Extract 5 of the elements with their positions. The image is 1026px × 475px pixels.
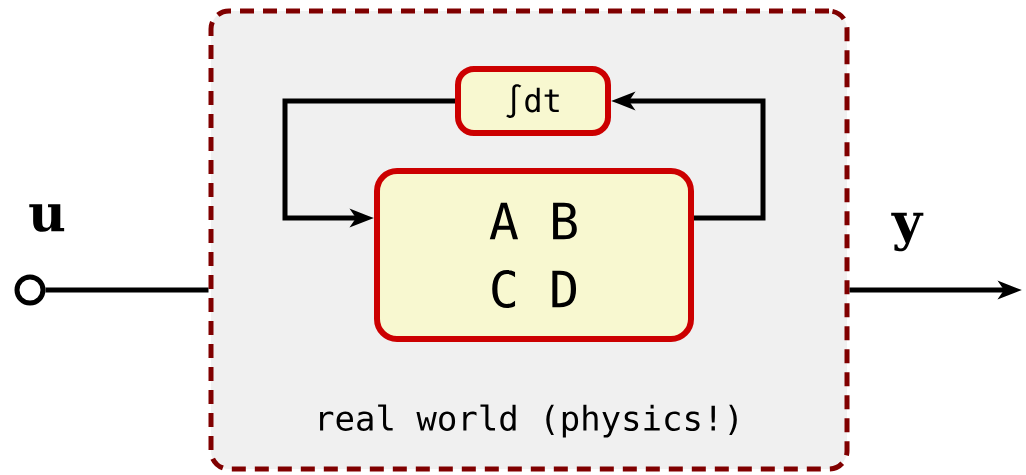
integrator-box: ∫dt (455, 66, 611, 136)
matrix-box: A B C D (374, 168, 694, 342)
edge-label: y (891, 212, 924, 252)
terminal-circle (14, 274, 46, 306)
edge-label: u (29, 204, 65, 232)
